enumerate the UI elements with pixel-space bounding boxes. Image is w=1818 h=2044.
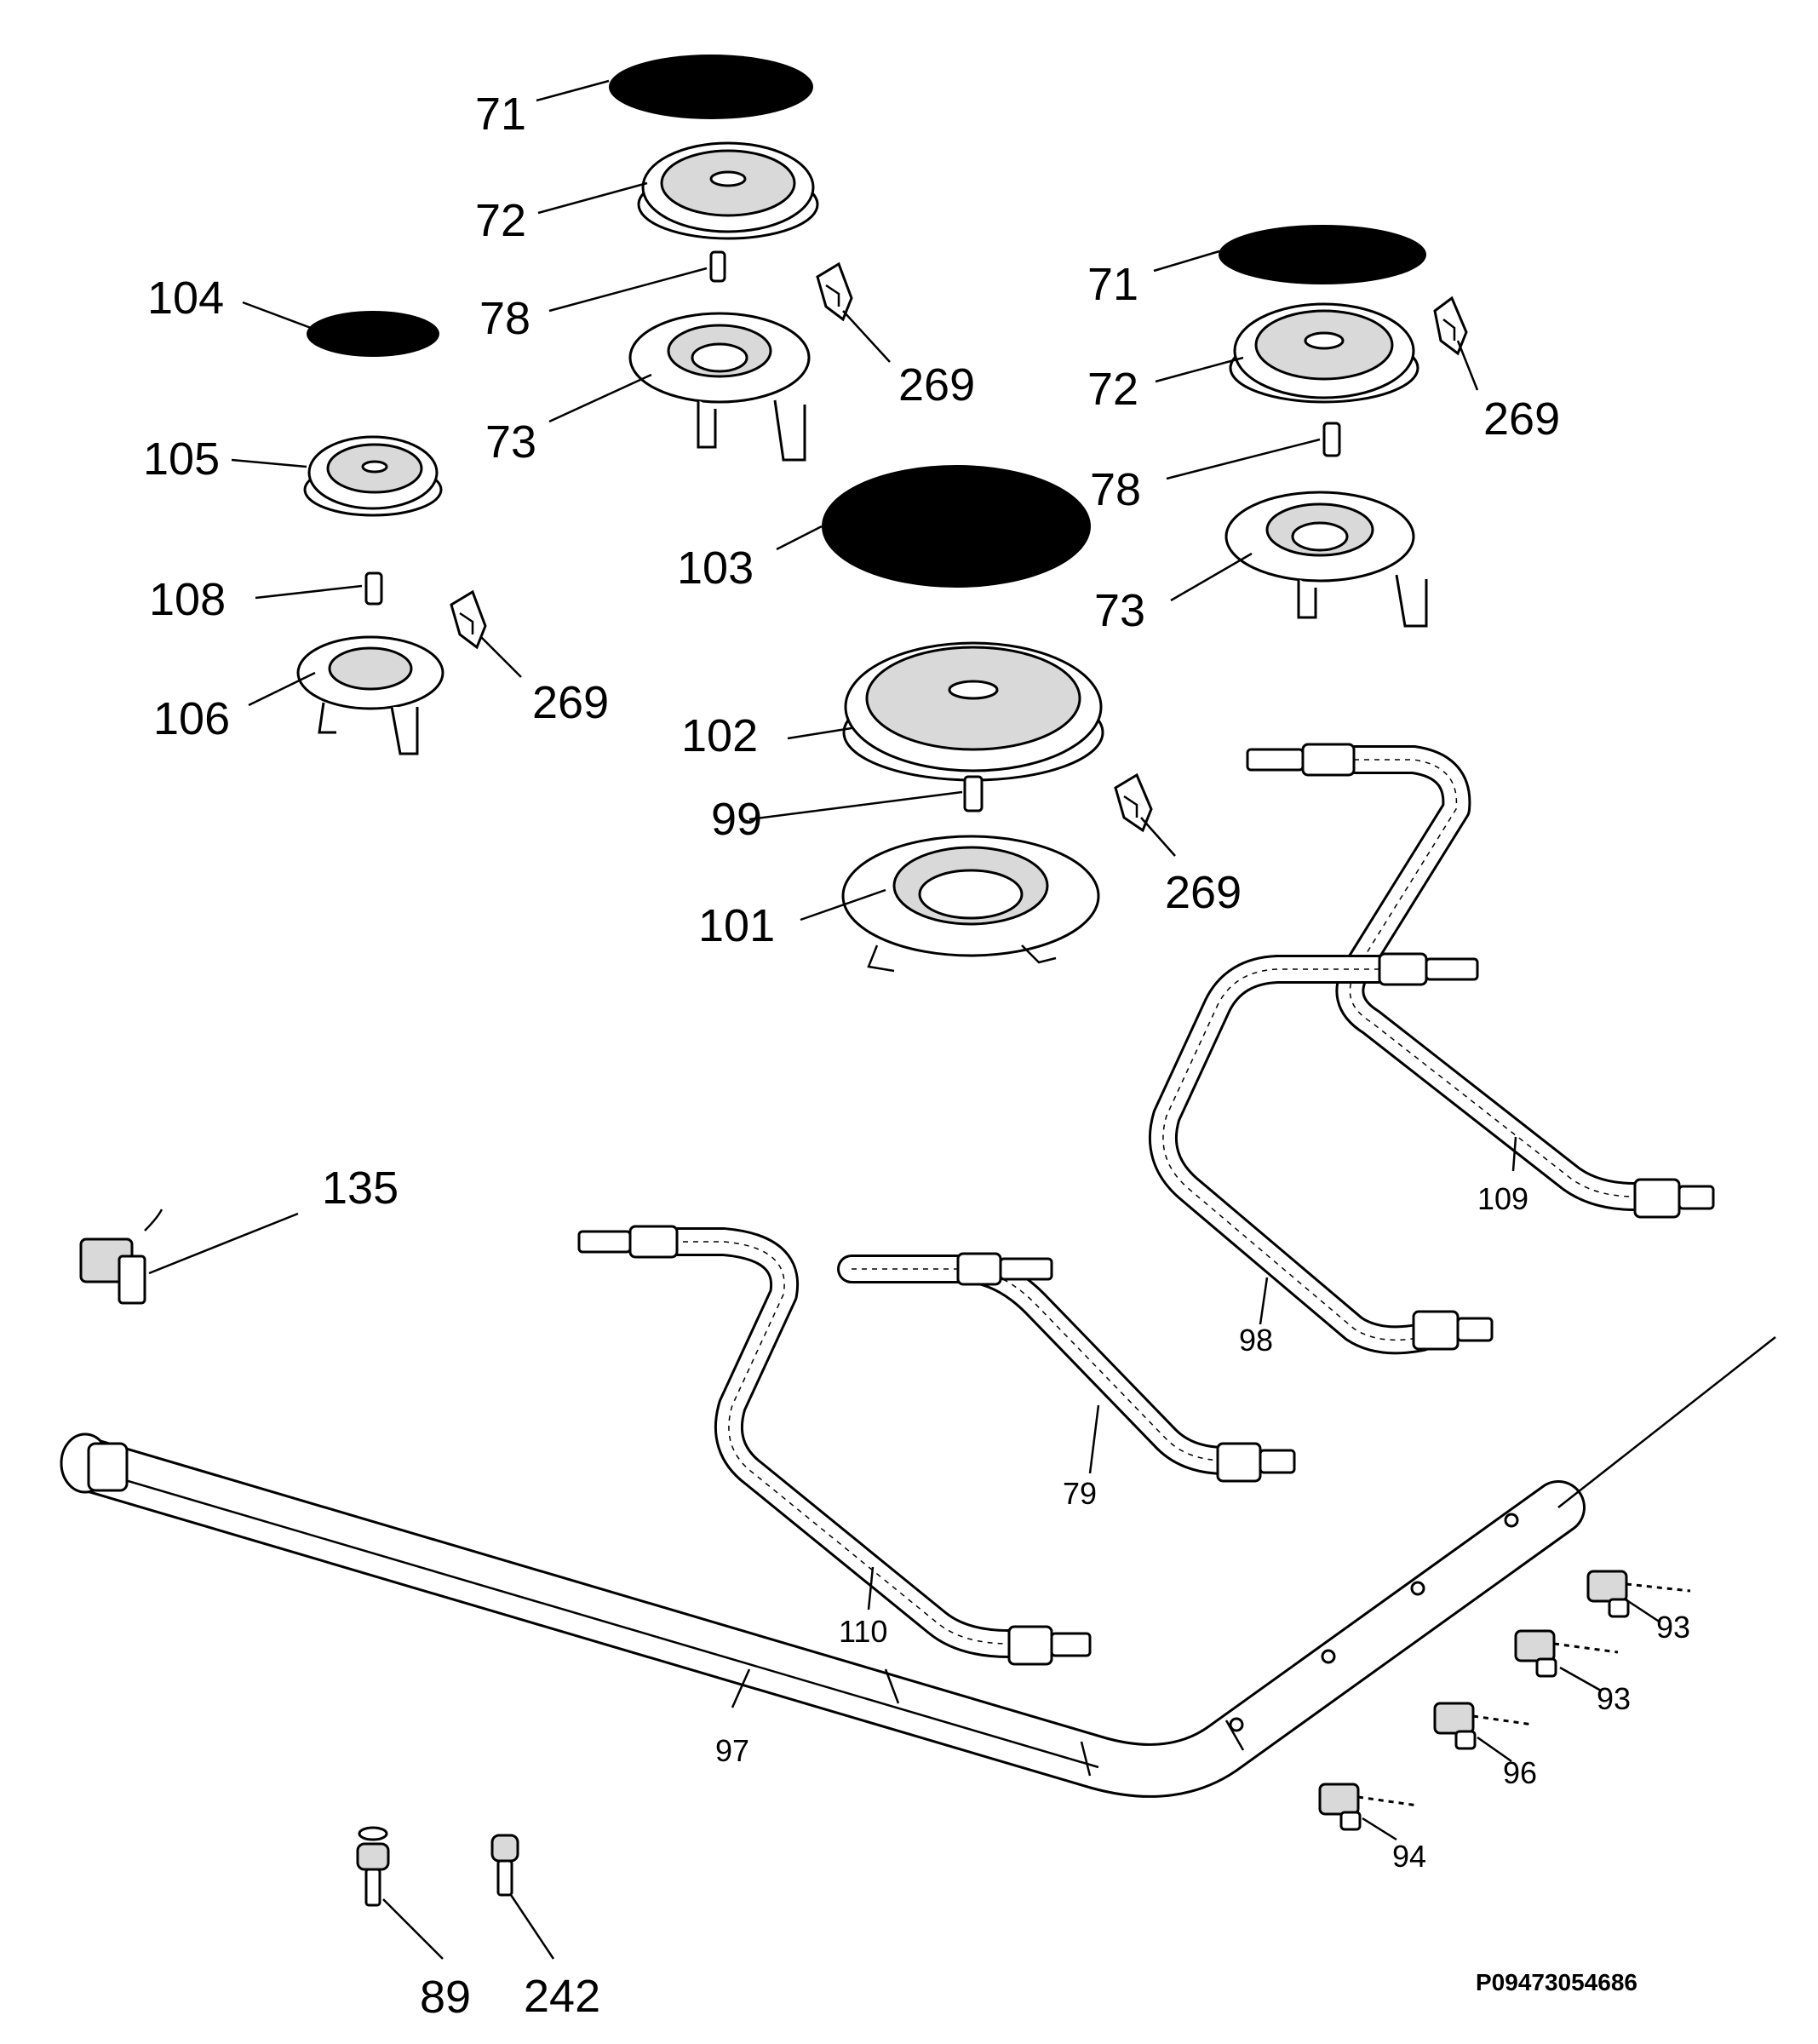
gas-tube-79: [837, 1252, 1296, 1483]
label-108: 108: [149, 574, 226, 625]
part-242-fitting: [490, 1834, 519, 1897]
clip-269-a: [816, 261, 853, 322]
gas-tube-109: [1246, 743, 1715, 1219]
injector-108: [364, 571, 383, 606]
burner-crown-102: [842, 641, 1104, 782]
label-79: 79: [1063, 1476, 1097, 1511]
burner-cap-104: [307, 311, 439, 357]
label-98: 98: [1239, 1323, 1273, 1358]
valve-93-b: [1514, 1629, 1619, 1678]
drawing-code: P09473054686: [1476, 1969, 1637, 1995]
burner-cap-71-right: [1219, 225, 1426, 284]
label-71-right: 71: [1087, 259, 1138, 310]
label-109: 109: [1477, 1181, 1528, 1216]
label-101: 101: [698, 900, 775, 951]
burner-crown-72-right: [1229, 302, 1419, 404]
injector-78-right: [1322, 422, 1341, 457]
label-94: 94: [1392, 1839, 1426, 1874]
burner-base-101: [841, 835, 1100, 973]
burner-base-73-right: [1224, 491, 1428, 628]
leader-lines: [148, 79, 1661, 1960]
label-105: 105: [143, 433, 220, 485]
clip-269-c: [1433, 296, 1468, 356]
gas-manifold-97: [60, 1336, 1776, 1798]
label-99: 99: [711, 794, 762, 845]
label-269-b: 269: [532, 677, 609, 728]
label-78-top: 78: [479, 293, 530, 344]
burner-cap-71-top: [609, 55, 813, 119]
label-102: 102: [681, 710, 758, 761]
label-97: 97: [715, 1733, 749, 1768]
burner-crown-105: [303, 435, 443, 517]
injector-99: [963, 775, 984, 812]
valve-96: [1433, 1702, 1534, 1750]
label-78-right: 78: [1090, 464, 1141, 515]
part-labels: 71 72 78 73 269 104 105 108 106 269 71 7…: [143, 89, 1690, 2023]
burner-base-106: [296, 635, 444, 755]
gas-tube-98: [1148, 952, 1494, 1355]
clip-269-d: [1114, 772, 1153, 833]
label-72-right: 72: [1087, 364, 1138, 415]
label-89: 89: [420, 1972, 471, 2023]
label-103: 103: [677, 543, 754, 594]
label-73-top: 73: [485, 416, 536, 468]
part-89-fitting: [356, 1826, 390, 1907]
part-135-thermocouple-connector: [79, 1209, 163, 1305]
burner-base-73-top: [628, 312, 811, 462]
label-104: 104: [147, 273, 224, 324]
label-93-b: 93: [1597, 1681, 1631, 1716]
label-71-top: 71: [475, 89, 526, 140]
label-269-a: 269: [898, 359, 975, 411]
label-73-right: 73: [1094, 585, 1145, 636]
label-72-top: 72: [475, 195, 526, 246]
label-96: 96: [1503, 1755, 1537, 1790]
burner-cap-103: [822, 465, 1091, 588]
label-242: 242: [524, 1971, 600, 2022]
clip-269-b: [450, 589, 487, 650]
gas-tube-110: [577, 1225, 1092, 1666]
label-269-c: 269: [1483, 393, 1560, 445]
valve-94: [1318, 1783, 1419, 1831]
label-106: 106: [153, 693, 230, 744]
injector-78-top: [709, 250, 726, 283]
label-135: 135: [322, 1163, 399, 1214]
label-93-a: 93: [1656, 1610, 1690, 1645]
burner-crown-72-top: [637, 141, 819, 240]
valve-93-a: [1586, 1570, 1691, 1618]
label-269-d: 269: [1165, 867, 1242, 918]
label-110: 110: [839, 1614, 887, 1649]
